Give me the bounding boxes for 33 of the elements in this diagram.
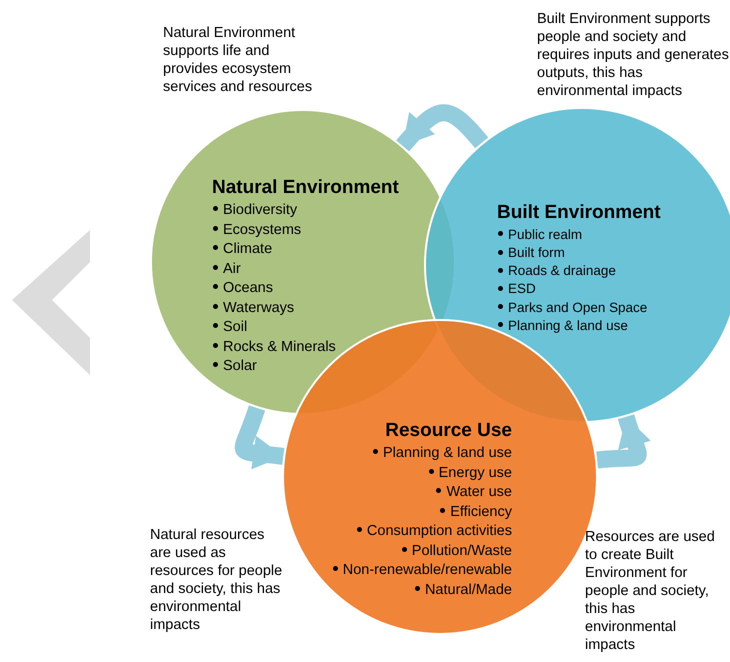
list-item-text: Climate bbox=[223, 241, 272, 257]
list-item-text: ESD bbox=[508, 281, 536, 296]
list-item-text: Solar bbox=[223, 358, 257, 374]
caption-text: Natural resources are used as resources for people and society, this has environmental impacts bbox=[150, 526, 284, 634]
curved-arrow bbox=[234, 405, 284, 470]
list-item-text: Waterways bbox=[223, 300, 294, 316]
chevron-shape bbox=[12, 230, 90, 375]
list-item-text: Pollution/Waste bbox=[412, 542, 512, 558]
list-item-text: Air bbox=[223, 260, 241, 276]
list-item-text: Energy use bbox=[438, 464, 512, 480]
caption-text: Natural Environment supports life and provides ecosystem services and resources bbox=[163, 24, 314, 96]
list-item-text: Non-renewable/renewable bbox=[342, 562, 512, 578]
list-item-text: Planning & land use bbox=[508, 318, 628, 333]
circle-heading: Built Environment bbox=[497, 202, 661, 224]
list-item-text: Built form bbox=[508, 245, 565, 260]
list-item-text: Biodiversity bbox=[223, 202, 298, 218]
list-item-text: Water use bbox=[446, 484, 512, 500]
list-item-text: Soil bbox=[223, 319, 248, 335]
list-item-text: Planning & land use bbox=[383, 445, 512, 461]
caption-text: Built Environment supports people and society and requires inputs and generates outputs, this has environmental impacts bbox=[537, 10, 730, 100]
curved-arrow bbox=[396, 104, 488, 152]
caption-text: Resources are used to create Built Environment for people and society, this has environmental impacts bbox=[585, 528, 716, 654]
list-item-text: Parks and Open Space bbox=[508, 300, 648, 315]
list-item-text: Efficiency bbox=[450, 504, 512, 520]
list-item-text: Rocks & Minerals bbox=[223, 338, 336, 354]
list-item-text: Natural/Made bbox=[424, 582, 512, 598]
list-item-text: Roads & drainage bbox=[508, 263, 616, 278]
list-item-text: Public realm bbox=[508, 227, 582, 242]
circle-heading: Natural Environment bbox=[212, 177, 399, 199]
circle-heading: Resource Use bbox=[384, 420, 512, 442]
list-item-text: Oceans bbox=[223, 280, 273, 296]
list-item-text: Consumption activities bbox=[366, 523, 512, 539]
list-item-text: Ecosystems bbox=[223, 222, 302, 238]
